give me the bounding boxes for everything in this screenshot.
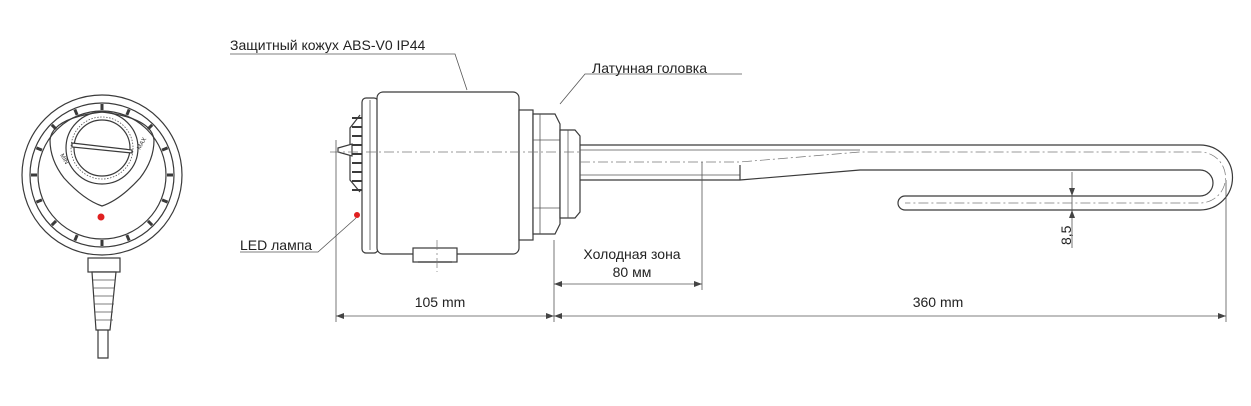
ring-notch: [161, 198, 169, 204]
front-led-dot: [97, 213, 105, 221]
heating-rod: [580, 144, 1234, 211]
cable: [87, 257, 121, 359]
housing-clamp: [412, 247, 458, 263]
ring-notch: [146, 219, 154, 227]
housing-label: Защитный кожух ABS-V0 IP44: [230, 37, 426, 53]
side-view: [330, 91, 1234, 272]
led-label: LED лампа: [240, 237, 312, 253]
ring-notch: [35, 198, 43, 204]
protective-housing: [376, 91, 520, 255]
dim-gap: 8,5: [1058, 225, 1074, 245]
brass-head-label: Латунная головка: [592, 60, 707, 76]
knob-min-label: MIN: [58, 153, 69, 166]
ring-notch: [125, 108, 131, 116]
knob-pointer: [71, 142, 133, 154]
ring-notch: [161, 146, 169, 152]
dimensions: 105 mm 360 mm Холодная зона 80 мм 8,5: [335, 140, 1227, 322]
cold-zone-length: 80 мм: [613, 264, 652, 280]
dim-rod-length: 360 mm: [913, 294, 964, 310]
ring-notch: [35, 146, 43, 152]
knob-max-label: MAX: [137, 137, 149, 151]
ring-notch: [125, 234, 131, 242]
outer-ring: [21, 94, 183, 256]
ring-notch: [50, 219, 58, 227]
cold-zone-title: Холодная зона: [583, 246, 680, 262]
front-view: MIN MAX: [21, 94, 183, 359]
brass-head: [532, 113, 561, 235]
thermostat-knob[interactable]: [65, 111, 139, 185]
side-led-dot: [354, 212, 360, 218]
dim-head-length: 105 mm: [415, 294, 466, 310]
ring-notch: [73, 108, 79, 116]
ring-notch: [73, 234, 79, 242]
callouts: Защитный кожух ABS-V0 IP44 Латунная голо…: [230, 37, 742, 253]
